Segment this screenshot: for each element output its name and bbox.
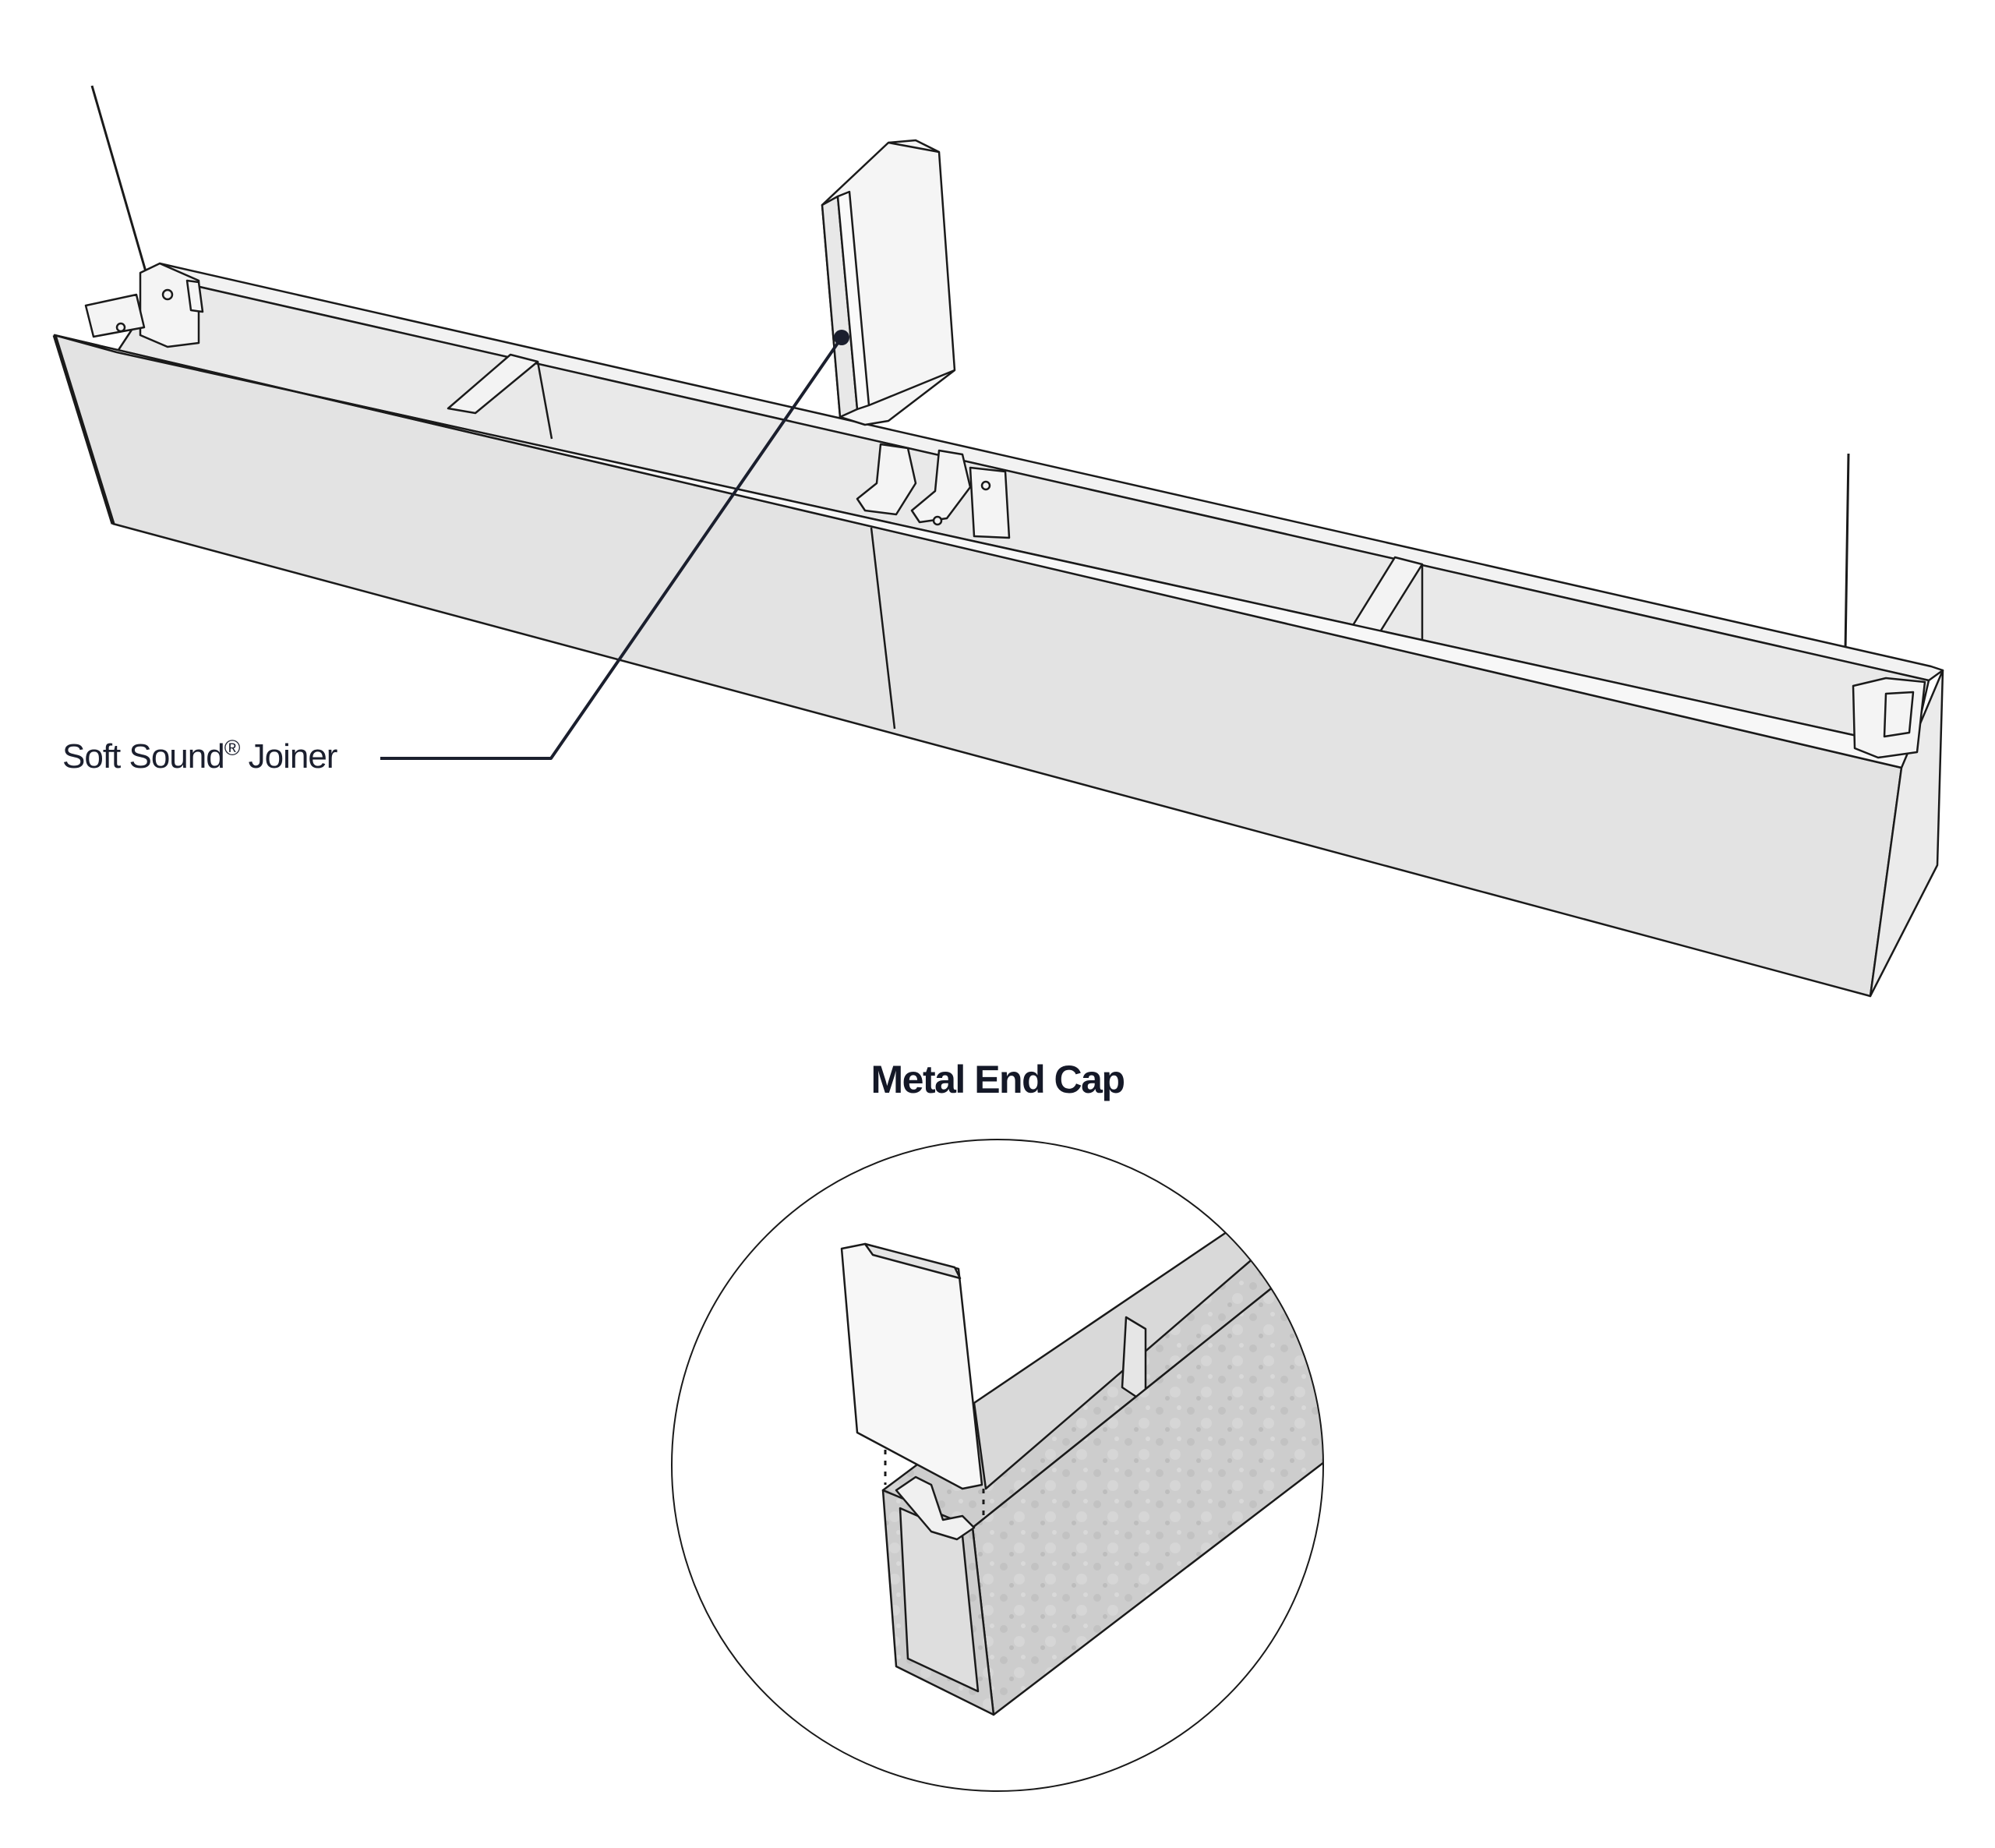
end-cap-slot xyxy=(895,1475,976,1541)
joiner-label: Soft Sound® Joiner xyxy=(62,736,337,776)
registered-mark: ® xyxy=(224,736,241,760)
metal-end-cap-plate xyxy=(840,1242,983,1490)
soft-sound-joiner-part xyxy=(821,139,956,426)
end-cap-title: Metal End Cap xyxy=(870,1058,1125,1101)
end-cap-detail xyxy=(671,1139,1324,1792)
joiner-label-suffix: Joiner xyxy=(239,737,338,776)
joiner-label-text: Soft Sound xyxy=(62,737,225,776)
detail-circle-outline xyxy=(671,1139,1324,1792)
right-end-face xyxy=(1869,669,1944,998)
detail-content xyxy=(840,1222,1323,1716)
baffle-assembly xyxy=(52,85,1944,998)
felt-divider xyxy=(1121,1316,1147,1405)
right-end-bracket xyxy=(1852,677,1926,759)
divider-left xyxy=(447,353,539,415)
joiner-leader-dot xyxy=(834,330,849,345)
left-end-bracket xyxy=(84,262,204,348)
joiner-slot-brackets xyxy=(856,443,1011,539)
joiner-leader-line xyxy=(380,336,843,760)
panel-seam xyxy=(870,527,896,730)
